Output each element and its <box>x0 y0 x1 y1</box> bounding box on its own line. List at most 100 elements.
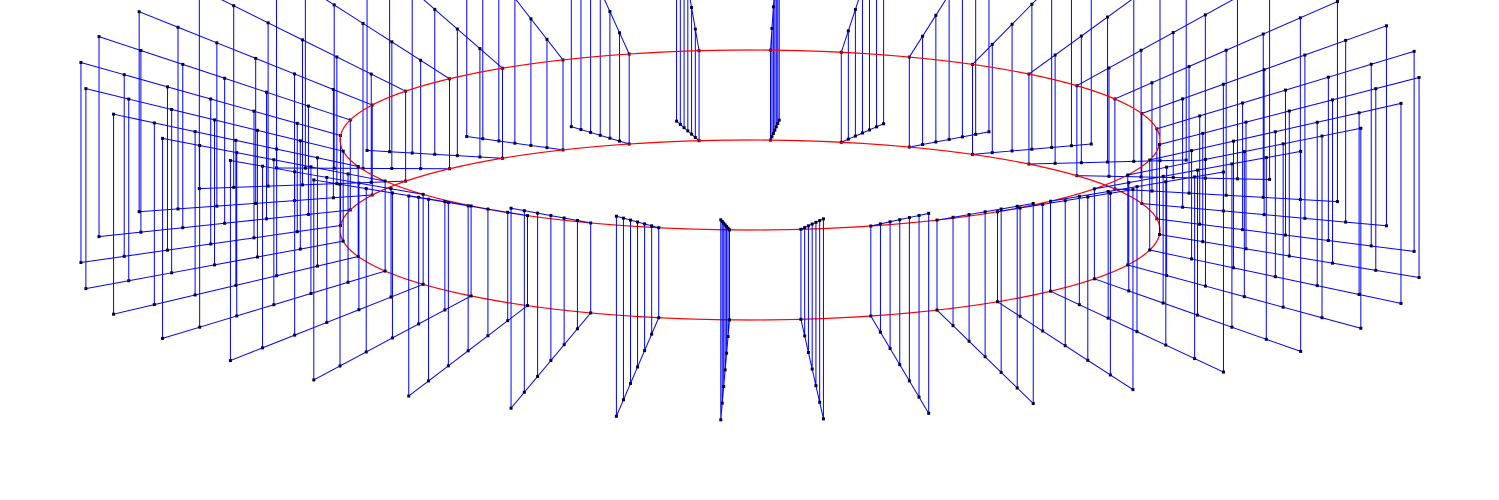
vertex-marker <box>536 374 540 378</box>
vertex-marker <box>446 364 450 368</box>
vertex-marker <box>1079 34 1083 38</box>
vertex-marker <box>907 216 911 220</box>
vertex-marker <box>356 255 360 259</box>
spokes-back-group <box>79 0 1416 265</box>
vertex-marker <box>1320 316 1324 320</box>
vertex-marker <box>1344 220 1348 224</box>
vertex-marker <box>1326 239 1330 243</box>
vertex-marker <box>1417 275 1421 279</box>
vertex-marker <box>309 292 313 296</box>
vertex-marker <box>1221 82 1225 86</box>
vertex-marker <box>455 154 459 158</box>
spoke-33 <box>1113 0 1339 204</box>
vertex-marker <box>232 4 236 8</box>
vertex-marker <box>1106 15 1110 19</box>
vertex-marker <box>1135 185 1139 189</box>
vertex-marker <box>678 122 682 126</box>
vertex-marker <box>1031 401 1035 405</box>
vertex-marker <box>562 216 566 220</box>
vertex-marker <box>1092 187 1096 191</box>
vertex-marker <box>1315 284 1319 288</box>
vertex-marker <box>261 346 265 350</box>
vertex-marker <box>357 181 361 185</box>
vertex-marker <box>987 130 991 134</box>
vertex-marker <box>1359 126 1363 130</box>
spoke-5 <box>996 188 1135 392</box>
vertex-marker <box>1131 188 1135 192</box>
vertex-marker <box>122 73 126 77</box>
vertex-marker <box>1107 66 1111 70</box>
vertex-marker <box>137 10 141 14</box>
vertex-marker <box>1089 142 1093 146</box>
vertex-marker <box>898 218 902 222</box>
vertex-marker <box>720 219 724 223</box>
vertex-marker <box>720 401 724 405</box>
vertex-marker <box>545 146 549 150</box>
vertex-marker <box>529 17 533 21</box>
vertex-marker <box>575 327 579 331</box>
vertex-marker <box>272 158 276 162</box>
vertex-marker <box>79 61 83 65</box>
vertex-marker <box>325 175 329 179</box>
vertex-marker <box>917 395 921 399</box>
vertex-marker <box>84 287 88 291</box>
vertex-marker <box>254 56 258 60</box>
vertex-marker <box>723 223 727 227</box>
vertex-marker <box>265 90 269 94</box>
vertex-marker <box>1315 120 1319 124</box>
vertex-marker <box>1165 165 1169 169</box>
spoke-29 <box>907 0 991 149</box>
vertex-marker <box>228 159 232 163</box>
vertex-marker <box>1224 48 1228 52</box>
vertex-marker <box>1157 232 1161 236</box>
vertex-marker <box>139 48 143 52</box>
vertex-marker <box>935 308 939 312</box>
vertex-marker <box>621 216 625 220</box>
vertex-marker <box>252 236 256 240</box>
vertex-marker <box>254 201 258 205</box>
vertex-marker <box>1273 275 1277 279</box>
vertex-marker <box>486 334 490 338</box>
vertex-marker <box>1190 257 1194 261</box>
vertex-marker <box>1018 206 1022 210</box>
vertex-marker <box>198 144 202 148</box>
spoke-3 <box>1092 149 1303 353</box>
vertex-marker <box>888 346 892 350</box>
vertex-marker <box>427 379 431 383</box>
vertex-marker <box>1268 177 1272 181</box>
vertex-marker <box>369 180 373 184</box>
vertex-marker <box>725 225 729 229</box>
vertex-marker <box>1384 24 1388 28</box>
vertex-marker <box>888 220 892 224</box>
vertex-marker <box>1326 75 1330 79</box>
vertex-marker <box>536 211 540 215</box>
vertex-marker <box>867 128 871 132</box>
vertex-marker <box>562 343 566 347</box>
vertex-marker <box>1171 176 1175 180</box>
vertex-marker <box>1086 195 1090 199</box>
vertex-marker <box>974 132 978 136</box>
vertex-marker <box>1261 32 1265 36</box>
vertex-marker <box>407 394 411 398</box>
vertex-marker <box>629 218 633 222</box>
vertex-marker <box>636 365 640 369</box>
vertex-marker <box>690 132 694 136</box>
vertex-marker <box>341 239 345 243</box>
vertex-marker <box>1384 224 1388 228</box>
vertex-marker <box>1086 358 1090 362</box>
vertex-marker <box>1344 38 1348 42</box>
vertex-marker <box>331 196 335 200</box>
vertex-marker <box>170 107 174 111</box>
vertex-marker <box>213 263 217 267</box>
vertex-marker <box>960 135 964 139</box>
vertex-marker <box>139 230 143 234</box>
vertex-marker <box>469 294 473 298</box>
vertex-marker <box>725 351 729 355</box>
spoke-0 <box>1157 75 1421 279</box>
vertex-marker <box>97 235 101 239</box>
spoke-10 <box>614 214 661 418</box>
vertex-marker <box>1092 277 1096 281</box>
vertex-marker <box>1150 189 1154 193</box>
vertex-marker <box>1369 244 1373 248</box>
spoke-14 <box>228 159 425 363</box>
